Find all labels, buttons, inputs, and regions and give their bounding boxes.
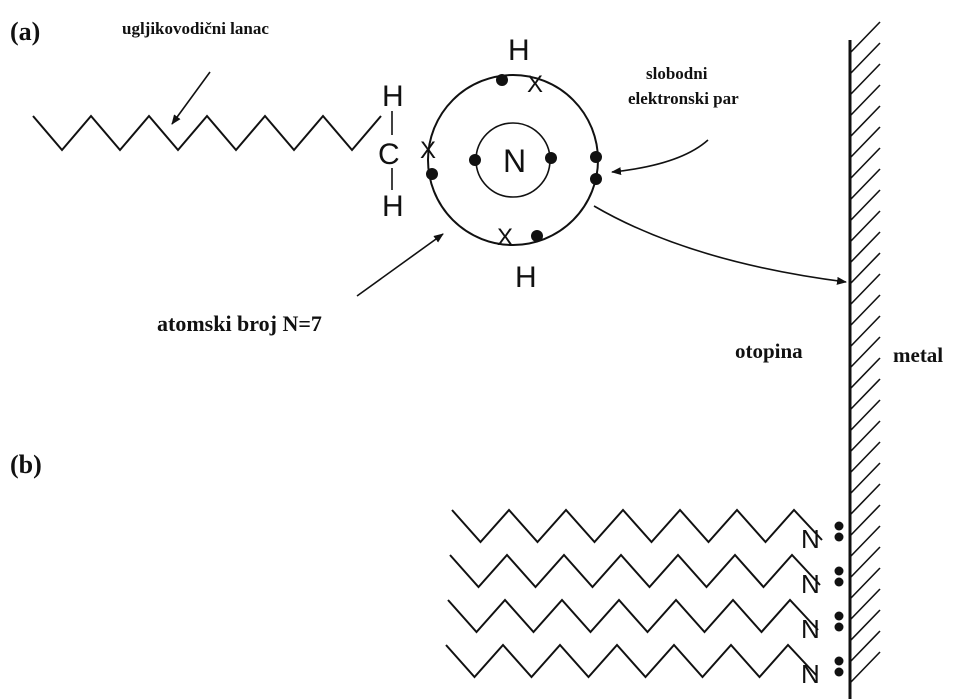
hatch-line	[849, 210, 881, 243]
hatch-line	[849, 63, 881, 96]
hatch-line	[849, 105, 881, 138]
lone-pair-label-line1: slobodni	[646, 64, 708, 83]
lone-pair-electron	[834, 521, 844, 531]
hatch-line	[849, 567, 881, 600]
hatch-line	[849, 441, 881, 474]
hatch-line	[849, 357, 881, 390]
hatch-line	[849, 588, 881, 621]
adsorbed-nitrogen: N	[801, 524, 820, 554]
hatch-line	[849, 420, 881, 453]
atomic-number-label: atomski broj N=7	[157, 311, 322, 336]
metal-label: metal	[893, 343, 943, 367]
adsorbed-chain	[445, 643, 817, 679]
atomic-number-arrow	[356, 233, 444, 297]
hatch-line	[849, 273, 881, 306]
metal-surface-hatching	[849, 21, 881, 684]
chain-label: ugljikovodični lanac	[122, 19, 269, 38]
chain-label-arrow	[171, 71, 211, 125]
adsorbed-chain	[451, 508, 823, 544]
adsorbed-nitrogen: N	[801, 659, 820, 689]
hatch-line	[849, 168, 881, 201]
adsorbed-nitrogen: N	[801, 614, 820, 644]
lone-pair-electron	[834, 566, 844, 576]
lone-pair-label-line2: elektronski par	[628, 89, 739, 108]
hatch-line	[849, 546, 881, 579]
hatch-line	[849, 462, 881, 495]
hatch-line	[849, 630, 881, 663]
lone-pair-electron-2	[590, 173, 602, 185]
adsorbed-chain	[449, 553, 821, 589]
hatch-line	[849, 42, 881, 75]
hatch-line	[849, 651, 881, 684]
hatch-line	[849, 147, 881, 180]
hydrogen-electron-cross-bottom: X	[497, 224, 513, 251]
hatch-line	[849, 525, 881, 558]
outer-electron-top	[496, 74, 508, 86]
adsorption-arrow	[593, 205, 847, 285]
lone-pair-electron	[834, 532, 844, 542]
inner-electron-left	[469, 154, 481, 166]
hydrogen-electron-cross-top: X	[527, 71, 543, 98]
nitrogen-hydrogen-bottom: H	[515, 261, 537, 294]
hatch-line	[849, 21, 881, 54]
hatch-line	[849, 126, 881, 159]
hatch-line	[849, 378, 881, 411]
hatch-line	[849, 609, 881, 642]
lone-pair-electron	[834, 611, 844, 621]
hatch-line	[849, 315, 881, 348]
lone-pair-electron	[834, 577, 844, 587]
lone-pair-electron-1	[590, 151, 602, 163]
hatch-line	[849, 84, 881, 117]
lone-pair-electron	[834, 622, 844, 632]
hatch-line	[849, 294, 881, 327]
hatch-line	[849, 252, 881, 285]
outer-electron-bottom	[531, 230, 543, 242]
nitrogen-nucleus: N	[503, 143, 526, 179]
adsorbed-nitrogen: N	[801, 569, 820, 599]
hatch-line	[849, 483, 881, 516]
hatch-line	[849, 336, 881, 369]
adsorbed-chain	[447, 598, 819, 634]
lone-pair-arrow	[611, 139, 709, 176]
methylene-hydrogen-top: H	[382, 80, 404, 113]
hatch-line	[849, 504, 881, 537]
carbon-atom: C	[378, 138, 400, 171]
methylene-hydrogen-bottom: H	[382, 190, 404, 223]
hatch-line	[849, 189, 881, 222]
panel-b-label: (b)	[10, 450, 42, 479]
hatch-line	[849, 231, 881, 264]
panel-a-label: (a)	[10, 17, 40, 46]
outer-electron-left	[426, 168, 438, 180]
nitrogen-hydrogen-top: H	[508, 34, 530, 67]
carbon-electron-cross: X	[420, 137, 436, 164]
hatch-line	[849, 399, 881, 432]
solution-label: otopina	[735, 339, 803, 363]
lone-pair-electron	[834, 667, 844, 677]
hydrocarbon-chain	[32, 114, 382, 152]
lone-pair-electron	[834, 656, 844, 666]
inner-electron-right	[545, 152, 557, 164]
